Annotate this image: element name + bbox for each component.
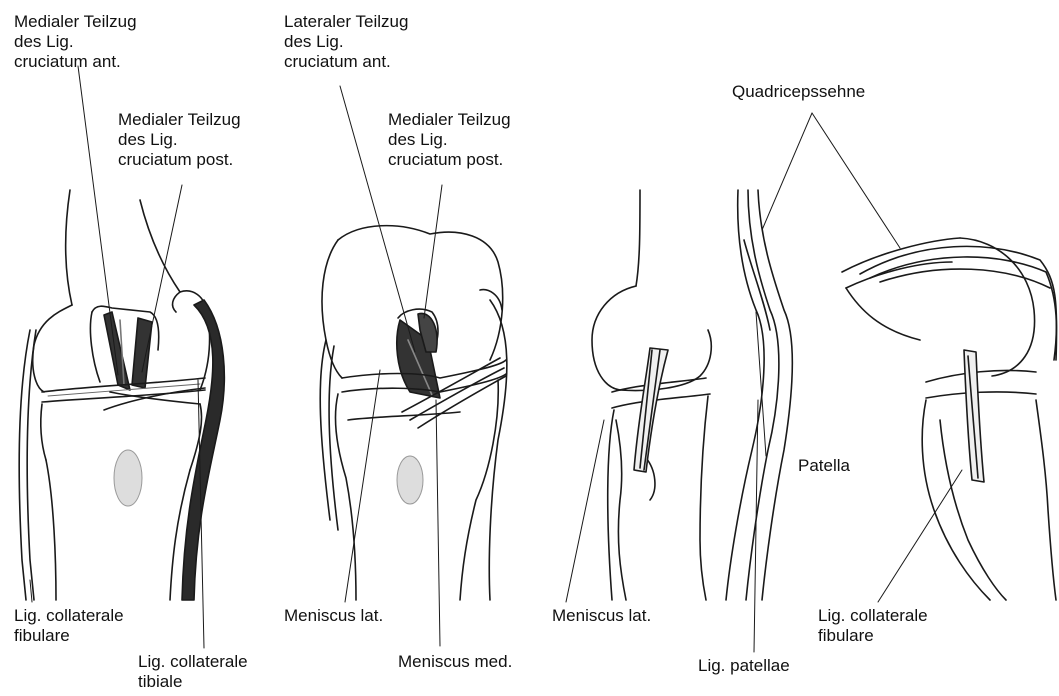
label-medialer-teilzug-cruciatum-ant: Medialer Teilzug des Lig. cruciatum ant.	[14, 12, 137, 72]
label-quadricepssehne: Quadricepssehne	[732, 82, 865, 102]
label-lig-collaterale-fibulare-2: Lig. collaterale fibulare	[818, 606, 928, 646]
label-medialer-teilzug-cruciatum-post-1: Medialer Teilzug des Lig. cruciatum post…	[118, 110, 241, 170]
knee-figure-anterior-2	[320, 86, 507, 646]
label-medialer-teilzug-cruciatum-post-2: Medialer Teilzug des Lig. cruciatum post…	[388, 110, 511, 170]
label-lig-patellae: Lig. patellae	[698, 656, 790, 676]
label-meniscus-lat-1: Meniscus lat.	[284, 606, 383, 626]
label-meniscus-lat-2: Meniscus lat.	[552, 606, 651, 626]
label-patella: Patella	[798, 456, 850, 476]
knee-figure-lateral-extended	[566, 190, 792, 652]
label-lig-collaterale-tibiale: Lig. collaterale tibiale	[138, 652, 248, 692]
label-lateraler-teilzug-cruciatum-ant: Lateraler Teilzug des Lig. cruciatum ant…	[284, 12, 408, 72]
quadricepssehne-leader	[762, 113, 812, 230]
label-meniscus-med: Meniscus med.	[398, 652, 512, 672]
label-lig-collaterale-fibulare-1: Lig. collaterale fibulare	[14, 606, 124, 646]
knee-figure-lateral-flexed	[812, 113, 1057, 602]
